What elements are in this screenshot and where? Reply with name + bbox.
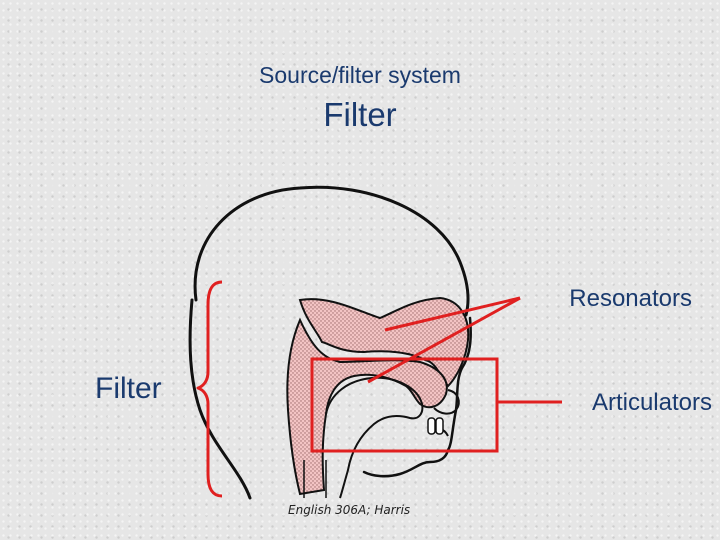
resonators-label: Resonators — [569, 285, 692, 312]
head-outline — [188, 185, 470, 500]
slide-title: Filter — [323, 96, 397, 133]
resonator-pointer-nasal — [384, 296, 521, 332]
tongue — [325, 376, 424, 499]
articulators-box — [310, 357, 499, 453]
filter-brace — [196, 280, 223, 498]
tooth — [427, 417, 436, 435]
credit-text: English 306A; Harris — [288, 503, 411, 517]
resonator-pointer-oral — [367, 296, 521, 384]
slide-subtitle: Source/filter system — [259, 62, 461, 88]
tooth — [435, 417, 444, 435]
articulators-label: Articulators — [591, 389, 712, 416]
filter-label: Filter — [95, 372, 162, 405]
pharynx — [303, 460, 327, 498]
